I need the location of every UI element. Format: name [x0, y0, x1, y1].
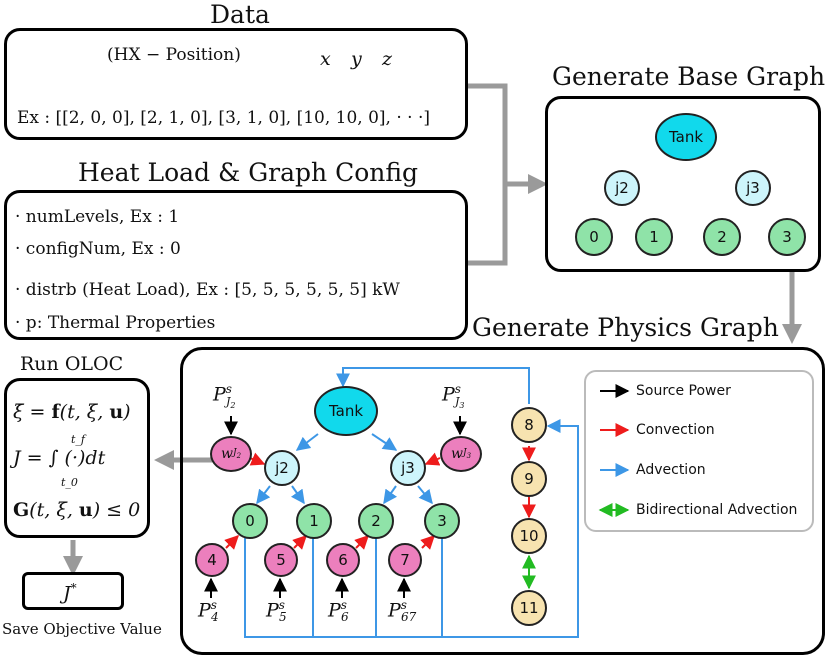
phys-node-heater-6: 6 [326, 543, 360, 577]
physics-graph-box [180, 347, 825, 655]
phys-node-heater-7: 7 [388, 543, 422, 577]
phys-node-hx-2: 2 [358, 503, 394, 539]
base-node-hx-1: 1 [635, 218, 673, 256]
base-node-hx-2: 2 [703, 218, 741, 256]
base-node-hx-0: 0 [575, 218, 613, 256]
data-subtitle: (HX − Position) [107, 45, 241, 65]
phys-node-tank: Tank [314, 386, 378, 436]
phys-node-hx-3: 3 [424, 503, 460, 539]
source-label-p4: Ps4 [198, 598, 219, 625]
convection-edges [224, 446, 536, 550]
config-item: · numLevels, Ex : 1 [15, 207, 180, 227]
base-node-hx-3: 3 [768, 218, 806, 256]
source-label-pj2: PsJ2 [213, 382, 236, 411]
config-item: · configNum, Ex : 0 [15, 239, 181, 259]
source-label-p6: Ps6 [328, 598, 349, 625]
legend-convection: Convection [636, 422, 715, 438]
advection-edges [244, 367, 579, 638]
data-example: Ex : [[2, 0, 0], [2, 1, 0], [3, 1, 0], [… [17, 108, 430, 128]
phys-node-fluid-11: 11 [511, 590, 547, 626]
config-title: Heat Load & Graph Config [78, 158, 419, 187]
oloc-box: ξ̇ = f(t, ξ, u) J = ∫ (·)dt t_f t_0 G(t,… [4, 378, 150, 538]
oloc-integral-upper: t_f [71, 433, 85, 446]
result-box: J* [22, 572, 124, 610]
legend-bidirectional-advection: Bidirectional Advection [636, 502, 798, 518]
legend-arrows [598, 384, 630, 517]
source-label-p67: Ps67 [388, 598, 417, 625]
result-label: J* [63, 581, 77, 605]
phys-node-fluid-10: 10 [511, 518, 547, 554]
physics-graph-title: Generate Physics Graph [472, 313, 779, 342]
oloc-equation-objective: J = ∫ (·)dt [13, 447, 106, 469]
phys-node-hx-1: 1 [296, 503, 332, 539]
base-node-tank: Tank [655, 113, 717, 161]
axis-z-label: z [382, 48, 393, 70]
phys-node-fluid-8: 8 [511, 407, 547, 443]
legend-advection: Advection [636, 462, 706, 478]
oloc-title: Run OLOC [20, 353, 124, 375]
legend [584, 370, 814, 532]
oloc-equation-constraint: G(t, ξ, u) ≤ 0 [13, 499, 141, 521]
data-box: (HX − Position) x y z Ex : [[2, 0, 0], [… [4, 28, 468, 140]
axis-x-label: x [320, 48, 331, 70]
source-power-edges [204, 416, 467, 598]
source-label-p5: Ps5 [266, 598, 287, 625]
phys-node-heater-5: 5 [264, 543, 298, 577]
data-title: Data [210, 0, 270, 29]
result-caption: Save Objective Value [2, 620, 162, 638]
phys-node-j3: j3 [390, 450, 426, 486]
flow-arrows [63, 83, 802, 576]
phys-node-hx-0: 0 [232, 503, 268, 539]
axis-y-label: y [351, 48, 362, 70]
oloc-equation-dynamics: ξ̇ = f(t, ξ, u) [13, 401, 131, 423]
phys-node-j2: j2 [264, 450, 300, 486]
config-box: · numLevels, Ex : 1 · configNum, Ex : 0 … [4, 190, 468, 340]
config-item: · distrb (Heat Load), Ex : [5, 5, 5, 5, … [15, 280, 400, 300]
phys-node-fluid-9: 9 [511, 461, 547, 497]
base-node-j3: j3 [735, 170, 771, 206]
phys-node-heater-4: 4 [195, 543, 229, 577]
config-item: · p: Thermal Properties [15, 313, 216, 333]
legend-source-power: Source Power [636, 383, 731, 399]
base-graph-title: Generate Base Graph [552, 62, 826, 91]
base-node-j2: j2 [604, 170, 640, 206]
source-label-pj3: PsJ3 [442, 382, 465, 411]
oloc-integral-lower: t_0 [61, 476, 78, 489]
